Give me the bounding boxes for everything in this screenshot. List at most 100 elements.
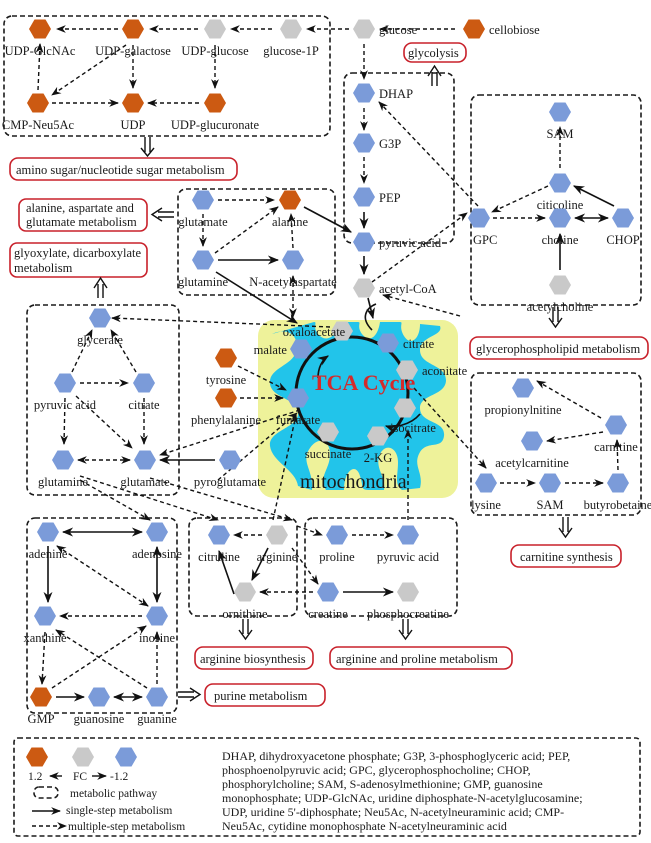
metabolite-gmp[interactable]: GMP [27,687,55,727]
metabolite-pyruvic-acid-glx[interactable]: pyruvic acid [34,373,97,413]
metabolite-cellobiose[interactable]: cellobiose [463,19,540,39]
metabolite-ornithine[interactable]: ornithine [222,582,268,622]
metabolite-pyroglutamate[interactable]: pyroglutamate [194,450,267,490]
metabolite-pep[interactable]: PEP [353,187,401,207]
metabolite-citrate-glx[interactable]: citrate [128,373,160,413]
metabolite-alanine[interactable]: alanine [272,190,309,230]
metabolite-fumarate[interactable]: fumarate [276,388,321,428]
hexagon-icon [146,687,168,707]
metabolite-propionylnitine[interactable]: propionylnitine [484,378,562,418]
metabolite-label: glucose [379,23,418,37]
metabolite-aconitate[interactable]: aconitate [396,360,468,380]
metabolite-glutamate-ala[interactable]: glutamate [178,190,228,230]
metabolite-udp[interactable]: UDP [120,93,146,133]
hexagon-icon [215,348,237,368]
metabolite-citrate-tca[interactable]: citrate [377,333,435,353]
metabolite-isocitrate[interactable]: isocitrate [390,398,436,436]
metabolite-glutamine-glx[interactable]: glutamine [38,450,88,490]
metabolite-arginine[interactable]: arginine [257,525,298,565]
double-arrow-icon [398,619,413,641]
metabolite-phenylalanine[interactable]: phenylalanine [191,388,262,428]
purine-box [26,517,178,714]
hexagon-icon [463,19,485,39]
metabolite-udp-glucuronate[interactable]: UDP-glucuronate [171,93,260,133]
pathway-purine[interactable]: purine metabolism [204,683,326,707]
hexagon-icon [133,373,155,393]
metabolite-carnitine[interactable]: carnitine [594,415,638,455]
metabolite-citruline[interactable]: citruline [198,525,240,565]
metabolite-pyruvic-acid-gly[interactable]: pyruvic acid [353,232,442,252]
multi-step-arrow [296,525,323,536]
metabolite-udp-glucose[interactable]: UDP-glucose [181,19,249,59]
metabolite-tyrosine[interactable]: tyrosine [206,348,247,388]
multi-step-arrow [287,213,296,249]
metabolite-succinate[interactable]: succinate [305,422,352,462]
metabolite-lysine[interactable]: lysine [471,473,501,513]
metabolite-n-acetylaspartate[interactable]: N-acetylaspartate [249,250,337,290]
pathway-arginine-proline[interactable]: arginine and proline metabolism [329,646,513,670]
metabolite-udp-galactose[interactable]: UDP-galactose [95,19,171,59]
single-step-arrow [215,271,298,324]
hexagon-icon [353,187,375,207]
metabolite-xanthine[interactable]: xanthine [23,606,67,646]
metabolite-creatine[interactable]: creatine [308,582,348,622]
metabolite-label: succinate [305,447,352,461]
metabolite-acetylcholine[interactable]: acetylcholine [527,275,594,315]
hexagon-icon [353,232,375,252]
metabolite-label: glycerate [77,333,123,347]
metabolite-citicoline[interactable]: citicoline [537,173,584,213]
fc-nochange-icon [72,747,94,767]
metabolite-glucose[interactable]: glucose [353,19,418,39]
metabolite-malate[interactable]: malate [254,339,312,359]
metabolite-proline[interactable]: proline [319,525,355,565]
metabolite-cmp-neu5ac[interactable]: CMP-Neu5Ac [2,93,75,133]
pathway-carnitine[interactable]: carnitine synthesis [510,544,622,568]
metabolite-guanine[interactable]: guanine [137,687,177,727]
metabolite-acetylcarnitine[interactable]: acetylcarnitine [495,431,569,471]
metabolite-label: acetylcarnitine [495,456,569,470]
metabolite-udp-glcnac[interactable]: UDP-GlcNAc [5,19,76,59]
metabolite-pyruvic-acid-pro[interactable]: pyruvic acid [377,525,440,565]
metabolite-adenosine[interactable]: adenosine [132,522,182,562]
single-step-arrow [218,549,235,595]
metabolite-sam-gp[interactable]: SAM [546,102,574,142]
metabolite-adenine[interactable]: adenine [29,522,68,562]
metabolite-label: butyrobetaine [584,498,651,512]
pathway-glycolysis[interactable]: glycolysis [403,42,467,63]
metabolite-label: PEP [379,191,401,205]
metabolite-gpc[interactable]: GPC [468,208,497,248]
metabolite-glycerate[interactable]: glycerate [77,308,123,348]
metabolite-glucose-1p[interactable]: glucose-1P [263,19,319,59]
metabolite-glutamate-glx[interactable]: glutamate [120,450,170,490]
hexagon-icon [377,333,399,353]
pathway-arginine-biosynthesis[interactable]: arginine biosynthesis [194,646,314,670]
metabolite-choline[interactable]: choline [542,208,579,248]
metabolite-label: xanthine [23,631,66,645]
metabolite-acetyl-coa[interactable]: acetyl-CoA [353,278,437,298]
metabolite-chop[interactable]: CHOP [606,208,640,248]
metabolite-two-kg[interactable]: 2-KG [364,426,392,466]
metabolite-inosine[interactable]: inosine [139,606,176,646]
metabolite-butyrobetaine[interactable]: butyrobetaine [584,473,651,513]
metabolite-sam-car[interactable]: SAM [536,473,564,513]
hexagon-icon [397,525,419,545]
pathway-glyoxylate[interactable]: glyoxylate, dicarboxylate metabolism [9,242,148,278]
metabolite-label: citrate [128,398,160,412]
pathway-alanine[interactable]: alanine, aspartate and glutamate metabol… [18,198,148,232]
metabolite-guanosine[interactable]: guanosine [74,687,125,727]
pathway-amino-sugar[interactable]: amino sugar/nucleotide sugar metabolism [9,157,238,181]
metabolite-g3p[interactable]: G3P [353,133,401,153]
pathway-labels: amino sugar/nucleotide sugar metabolism … [9,42,649,707]
double-arrow-icon [93,276,108,298]
metabolite-phosphocreatine[interactable]: phosphocreatine [367,582,449,622]
hexagon-icon [549,102,571,122]
pathway-glycerophospholipid[interactable]: glycerophospholipid metabolism [469,336,649,360]
metabolite-label: propionylnitine [484,403,562,417]
metabolite-dhap[interactable]: DHAP [353,83,413,103]
metabolite-glutamine-ala[interactable]: glutamine [178,250,228,290]
hexagon-icon [326,525,348,545]
multi-step-arrow [613,439,622,471]
legend-pathway-swatch [33,786,59,799]
metabolite-oxaloacetate[interactable]: oxaloacetate [283,321,353,341]
